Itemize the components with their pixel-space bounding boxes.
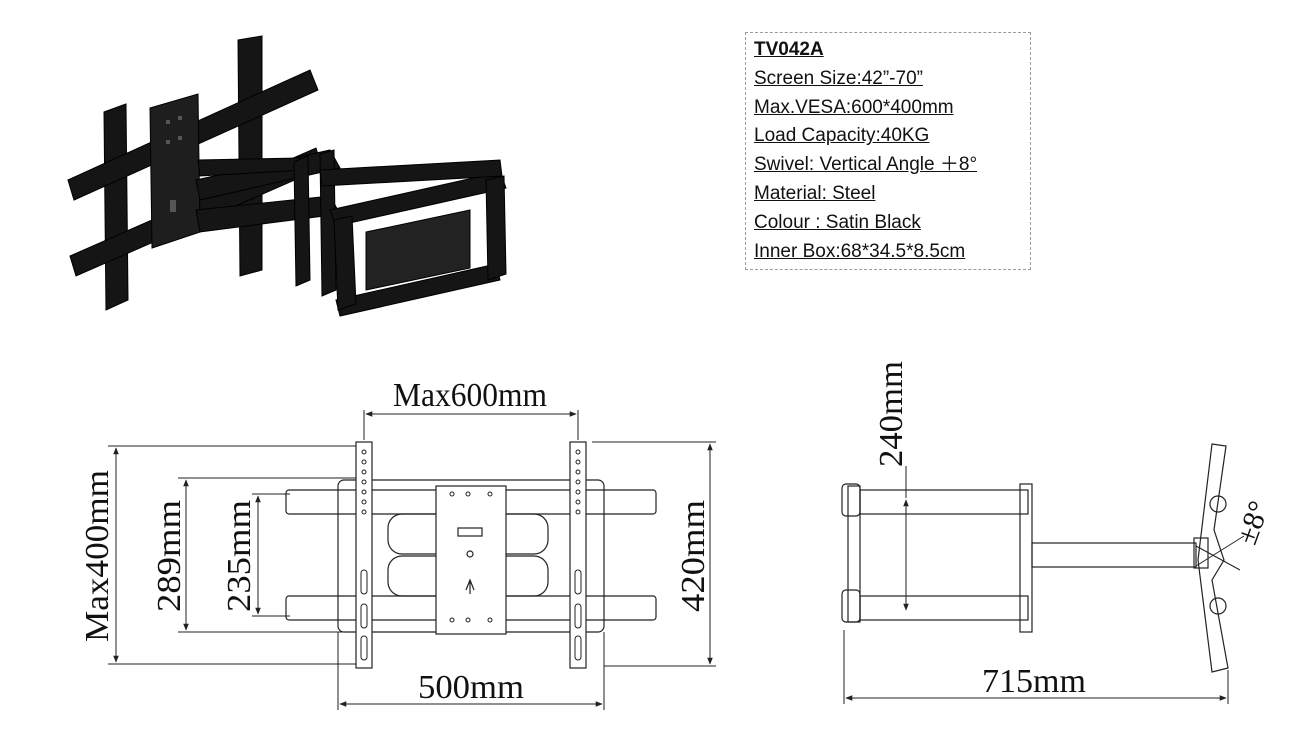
- side-view: [841, 443, 1229, 673]
- dim-420: 420mm: [675, 500, 712, 612]
- dim-max-height: Max400mm: [79, 470, 116, 642]
- spec-screen-size: Screen Size:42”-70”: [754, 67, 923, 89]
- spec-box: TV042A Screen Size:42”-70” Max.VESA:600*…: [745, 32, 1031, 270]
- dim-max-width: Max600mm: [393, 377, 547, 414]
- spec-max-vesa: Max.VESA:600*400mm: [754, 96, 954, 118]
- front-view: [285, 441, 657, 669]
- dim-289: 289mm: [151, 500, 188, 612]
- model-number: TV042A: [754, 39, 824, 60]
- spec-inner-box: Inner Box:68*34.5*8.5cm: [754, 240, 966, 262]
- spec-material: Material: Steel: [754, 182, 876, 204]
- dim-500: 500mm: [418, 669, 524, 706]
- dim-715: 715mm: [982, 663, 1086, 700]
- spec-swivel: Swivel: Vertical Angle ＋8°: [754, 154, 978, 176]
- spec-load-capacity: Load Capacity:40KG: [754, 125, 930, 147]
- product-photo: [67, 35, 507, 317]
- dim-240: 240mm: [873, 361, 910, 467]
- dim-235: 235mm: [221, 500, 258, 612]
- rail-holes: [360, 449, 582, 661]
- spec-colour: Colour : Satin Black: [754, 211, 921, 233]
- tilt-angle: ±8°: [1230, 497, 1276, 549]
